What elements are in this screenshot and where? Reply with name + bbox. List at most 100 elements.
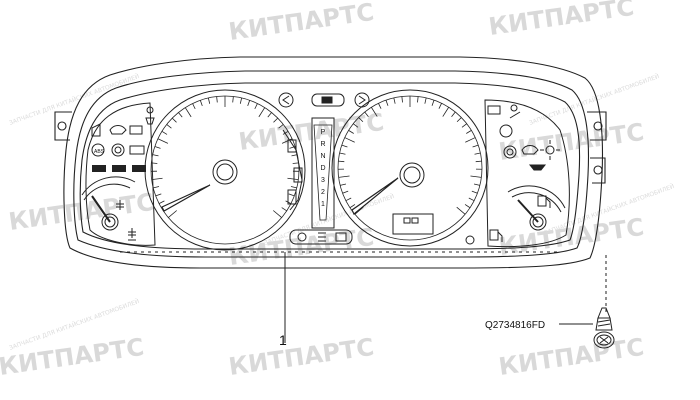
fuel-gauge-hub — [101, 213, 119, 231]
top-center-lamps — [278, 92, 370, 108]
fog-lamp-rear-icon — [318, 232, 326, 242]
warning-lamp-oil-icon — [109, 125, 127, 135]
temp-gauge-inner-arc — [511, 192, 562, 213]
tachometer-needle — [351, 177, 399, 215]
speedometer-dial — [144, 89, 306, 251]
tachometer-tick — [451, 111, 456, 117]
warning-lamp-engine-icon — [129, 145, 145, 155]
gear-r: R — [320, 141, 325, 148]
temp-gauge-hub — [529, 213, 547, 231]
tachometer-tick — [401, 96, 403, 103]
svg-text:КИТПАРТС: КИТПАРТС — [497, 118, 646, 166]
speedometer-tick — [151, 162, 158, 164]
temperature-gauge — [489, 185, 566, 242]
tachometer-tick — [385, 99, 389, 106]
fuel-pump-low-icon — [489, 229, 503, 242]
speedometer-tick — [267, 112, 272, 118]
turn-signal-left-arrow-icon — [278, 92, 294, 108]
speedometer-tick — [290, 186, 297, 189]
speedometer-hub — [212, 159, 238, 185]
outer-housing — [63, 56, 604, 269]
warning-lamp-battery-icon — [129, 125, 143, 135]
speedometer-tick — [207, 97, 211, 104]
tachometer-tick — [349, 204, 356, 209]
gear-indicator-window — [313, 124, 333, 221]
tachometer-tick — [348, 130, 354, 134]
speedometer-tick — [287, 177, 299, 181]
warning-lamp-door-icon — [91, 123, 101, 137]
lens-shroud — [79, 82, 581, 250]
tachometer-tick — [456, 117, 462, 123]
fuel-pump-icon — [537, 195, 551, 208]
tachometer-tick — [468, 197, 475, 202]
gear-n: N — [320, 153, 325, 160]
speedometer-tick — [155, 193, 162, 197]
speedometer-tick — [278, 124, 284, 129]
tachometer-tick — [473, 183, 480, 186]
tachometer-hub-inner — [403, 166, 421, 184]
tachometer-tick — [341, 144, 348, 148]
speedometer-tick — [216, 96, 218, 103]
speedometer-tick — [161, 130, 168, 135]
gear-3: 3 — [321, 177, 325, 184]
turn-signal-left-icon — [92, 165, 146, 172]
tachometer-tick — [344, 137, 355, 143]
speedometer-tick — [184, 107, 192, 118]
tachometer-tick — [378, 103, 382, 109]
speedometer-tick — [157, 138, 169, 144]
screw-head — [593, 331, 615, 349]
speedometer-inner-ring — [150, 95, 300, 245]
svg-text:КИТПАРТС: КИТПАРТС — [227, 0, 376, 46]
bottom-center-lamps — [289, 229, 353, 245]
watermark-logo: КИТПАРТС — [497, 118, 646, 166]
speedometer-tick — [192, 103, 196, 110]
gear-indicator-frame — [311, 117, 335, 229]
tachometer-tick — [393, 97, 396, 104]
turn-left-arrow — [282, 95, 290, 105]
high-beam-icon — [321, 96, 333, 104]
tachometer-tick — [470, 175, 482, 178]
tachometer-tick — [471, 190, 478, 194]
speedometer-tick — [153, 186, 160, 189]
speedometer-tick — [168, 210, 177, 218]
svg-text:КИТПАРТС: КИТПАРТС — [237, 108, 386, 156]
gear-p: P — [321, 129, 326, 136]
warning-lamp-seatbelt-icon — [145, 106, 155, 125]
watermark-logo: КИТПАРТС — [487, 0, 636, 41]
tachometer-tick — [475, 160, 482, 163]
speedometer-tick — [166, 124, 172, 129]
speedometer-tick — [281, 207, 287, 212]
watermark-logo: КИТПАРТС — [497, 333, 646, 381]
warning-lamp-abs-icon: ABS — [91, 143, 105, 157]
tachometer-tick — [354, 206, 364, 215]
speedometer-tick — [154, 146, 161, 149]
speedometer-hub-inner — [216, 163, 234, 181]
speedometer-ticks — [151, 96, 299, 218]
tachometer-tick — [345, 197, 352, 202]
callout-leaders — [284, 252, 607, 343]
tachometer-tick — [474, 152, 481, 155]
svg-text:КИТПАРТС: КИТПАРТС — [487, 0, 636, 41]
tachometer-tick — [338, 175, 350, 178]
odometer-segment-1 — [403, 217, 411, 224]
tachometer-dial — [331, 89, 489, 247]
screw-shank — [595, 317, 613, 331]
tachometer-tick — [353, 123, 359, 128]
speedometer-indicator-1 — [287, 139, 297, 153]
tachometer-hub — [399, 162, 425, 188]
inner-bezel — [73, 70, 589, 258]
screw-thread — [597, 319, 611, 327]
svg-text:КИТПАРТС: КИТПАРТС — [7, 188, 156, 236]
right-lower-tab — [590, 157, 606, 184]
tachometer-tick — [338, 160, 345, 163]
gear-2: 2 — [321, 189, 325, 196]
tachometer-tick — [442, 107, 450, 117]
rear-defrost-icon — [335, 232, 347, 242]
warning-lamp-oil-right-icon — [521, 145, 539, 155]
left-mount-tab — [54, 111, 72, 141]
tachometer-tick — [417, 96, 419, 103]
tachometer-tick — [342, 190, 349, 194]
gear-indicator: P R N D 3 2 1 — [311, 117, 335, 229]
speedometer-tick — [258, 107, 266, 118]
